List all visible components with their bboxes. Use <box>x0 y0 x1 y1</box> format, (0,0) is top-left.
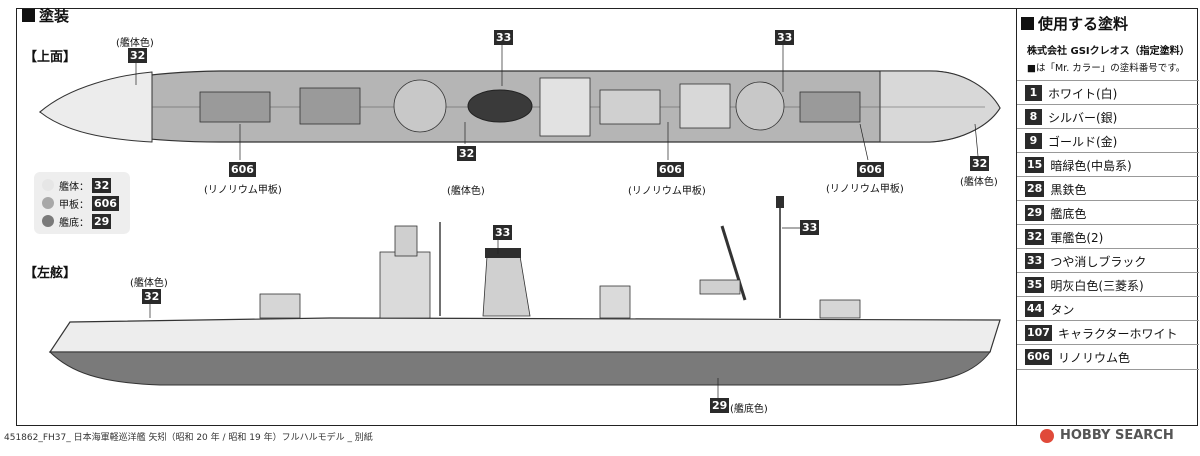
stern-badge: 32 <box>970 156 990 171</box>
paint-code: 44 <box>1025 301 1045 317</box>
paint-code: 9 <box>1025 133 1042 149</box>
paint-name: 艦底色 <box>1050 206 1087 221</box>
paint-note: ■は「Mr. カラー」の塗料番号です。 <box>1027 63 1186 74</box>
black-badge-1: 33 <box>494 30 514 45</box>
legend-name: 甲板： <box>59 199 89 211</box>
color-legend: 艦体： 32 甲板： 606 艦底： 29 <box>34 172 130 234</box>
paint-row: 9 ゴールド(金) <box>1017 128 1199 153</box>
top-view-label: 【上面】 <box>24 50 77 65</box>
paint-row: 44 タン <box>1017 296 1199 321</box>
footer-caption: 451862_FH37_ 日本海軍軽巡洋艦 矢矧（昭和 20 年 / 昭和 19… <box>4 433 373 443</box>
header-square-icon <box>1021 16 1034 30</box>
paint-name: シルバー(銀) <box>1048 110 1118 125</box>
paint-row: 15 暗緑色(中島系) <box>1017 152 1199 177</box>
paint-name: 黒鉄色 <box>1050 182 1087 197</box>
legend-swatch <box>42 179 54 191</box>
bow-color-caption: (艦体色) <box>116 38 154 49</box>
bottom-badge: 29 <box>710 398 730 413</box>
linoleum-badge-1: 606 <box>229 162 256 177</box>
hull-mid-caption: (艦体色) <box>447 186 485 197</box>
side-view-ship <box>48 196 1001 398</box>
paint-name: ゴールド(金) <box>1048 134 1118 149</box>
paint-name: キャラクターホワイト <box>1057 326 1178 341</box>
paint-name: つや消しブラック <box>1050 254 1147 269</box>
paint-panel-header: 使用する塗料 <box>1021 12 1128 34</box>
paint-row: 1 ホワイト(白) <box>1017 80 1199 105</box>
paint-code: 28 <box>1025 181 1045 197</box>
paint-code: 606 <box>1025 349 1052 365</box>
side-hull-caption: (艦体色) <box>130 278 168 289</box>
paint-name: ホワイト(白) <box>1048 86 1118 101</box>
stern-caption: (艦体色) <box>960 177 998 188</box>
brand-watermark: HOBBY SEARCH <box>1040 428 1174 443</box>
paint-name: 暗緑色(中島系) <box>1050 158 1132 173</box>
paint-code: 107 <box>1025 325 1052 341</box>
legend-name: 艦底： <box>59 217 89 229</box>
paint-code: 8 <box>1025 109 1042 125</box>
brand-name: HOBBY SEARCH <box>1060 428 1174 443</box>
paint-code: 33 <box>1025 253 1045 269</box>
paint-panel-title: 使用する塗料 <box>1038 14 1129 33</box>
paint-name: リノリウム色 <box>1057 350 1130 365</box>
side-hull-badge: 32 <box>142 289 162 304</box>
paint-code: 35 <box>1025 277 1045 293</box>
brand-logo-icon <box>1040 428 1054 443</box>
mast-badge: 33 <box>800 220 820 235</box>
section-title: 塗装 <box>39 6 70 25</box>
paint-code: 32 <box>1025 229 1045 245</box>
paint-row: 606 リノリウム色 <box>1017 344 1199 370</box>
legend-name: 艦体： <box>59 181 89 193</box>
paint-row: 35 明灰白色(三菱系) <box>1017 272 1199 297</box>
section-header: 塗装 <box>22 4 69 26</box>
legend-code: 606 <box>92 195 119 211</box>
legend-row: 甲板： 606 <box>42 195 119 211</box>
linoleum-caption-1: (リノリウム甲板) <box>204 185 282 196</box>
paint-name: 軍艦色(2) <box>1050 230 1104 245</box>
linoleum-badge-2: 606 <box>657 162 684 177</box>
paint-panel: 使用する塗料 株式会社 GSIクレオス（指定塗料） ■は「Mr. カラー」の塗料… <box>1016 8 1199 426</box>
paint-row: 8 シルバー(銀) <box>1017 104 1199 129</box>
paint-row: 33 つや消しブラック <box>1017 248 1199 273</box>
paint-row: 29 艦底色 <box>1017 200 1199 225</box>
bow-color-badge: 32 <box>128 48 148 63</box>
legend-swatch <box>42 215 54 227</box>
legend-row: 艦底： 29 <box>42 213 112 229</box>
linoleum-caption-3: (リノリウム甲板) <box>826 184 904 195</box>
side-view-label: 【左舷】 <box>24 266 77 281</box>
painting-frame <box>16 8 1198 426</box>
hull-mid-badge: 32 <box>457 146 477 161</box>
header-square-icon <box>22 8 35 22</box>
black-badge-2: 33 <box>775 30 795 45</box>
paint-code: 29 <box>1025 205 1045 221</box>
legend-code: 32 <box>92 177 112 193</box>
paint-row: 28 黒鉄色 <box>1017 176 1199 201</box>
bottom-caption: (艦底色) <box>730 404 768 415</box>
paint-row: 32 軍艦色(2) <box>1017 224 1199 249</box>
paint-row: 107 キャラクターホワイト <box>1017 320 1199 345</box>
paint-code: 15 <box>1025 157 1045 173</box>
funnel-badge: 33 <box>493 225 513 240</box>
linoleum-caption-2: (リノリウム甲板) <box>628 186 706 197</box>
linoleum-badge-3: 606 <box>857 162 884 177</box>
top-view-ship <box>38 44 1001 161</box>
paint-maker: 株式会社 GSIクレオス（指定塗料） <box>1027 46 1190 57</box>
paint-name: 明灰白色(三菱系) <box>1050 278 1144 293</box>
legend-swatch <box>42 197 54 209</box>
legend-row: 艦体： 32 <box>42 177 112 193</box>
legend-code: 29 <box>92 213 112 229</box>
paint-name: タン <box>1050 302 1075 317</box>
ship-drawings <box>38 44 1001 398</box>
paint-code: 1 <box>1025 85 1042 101</box>
